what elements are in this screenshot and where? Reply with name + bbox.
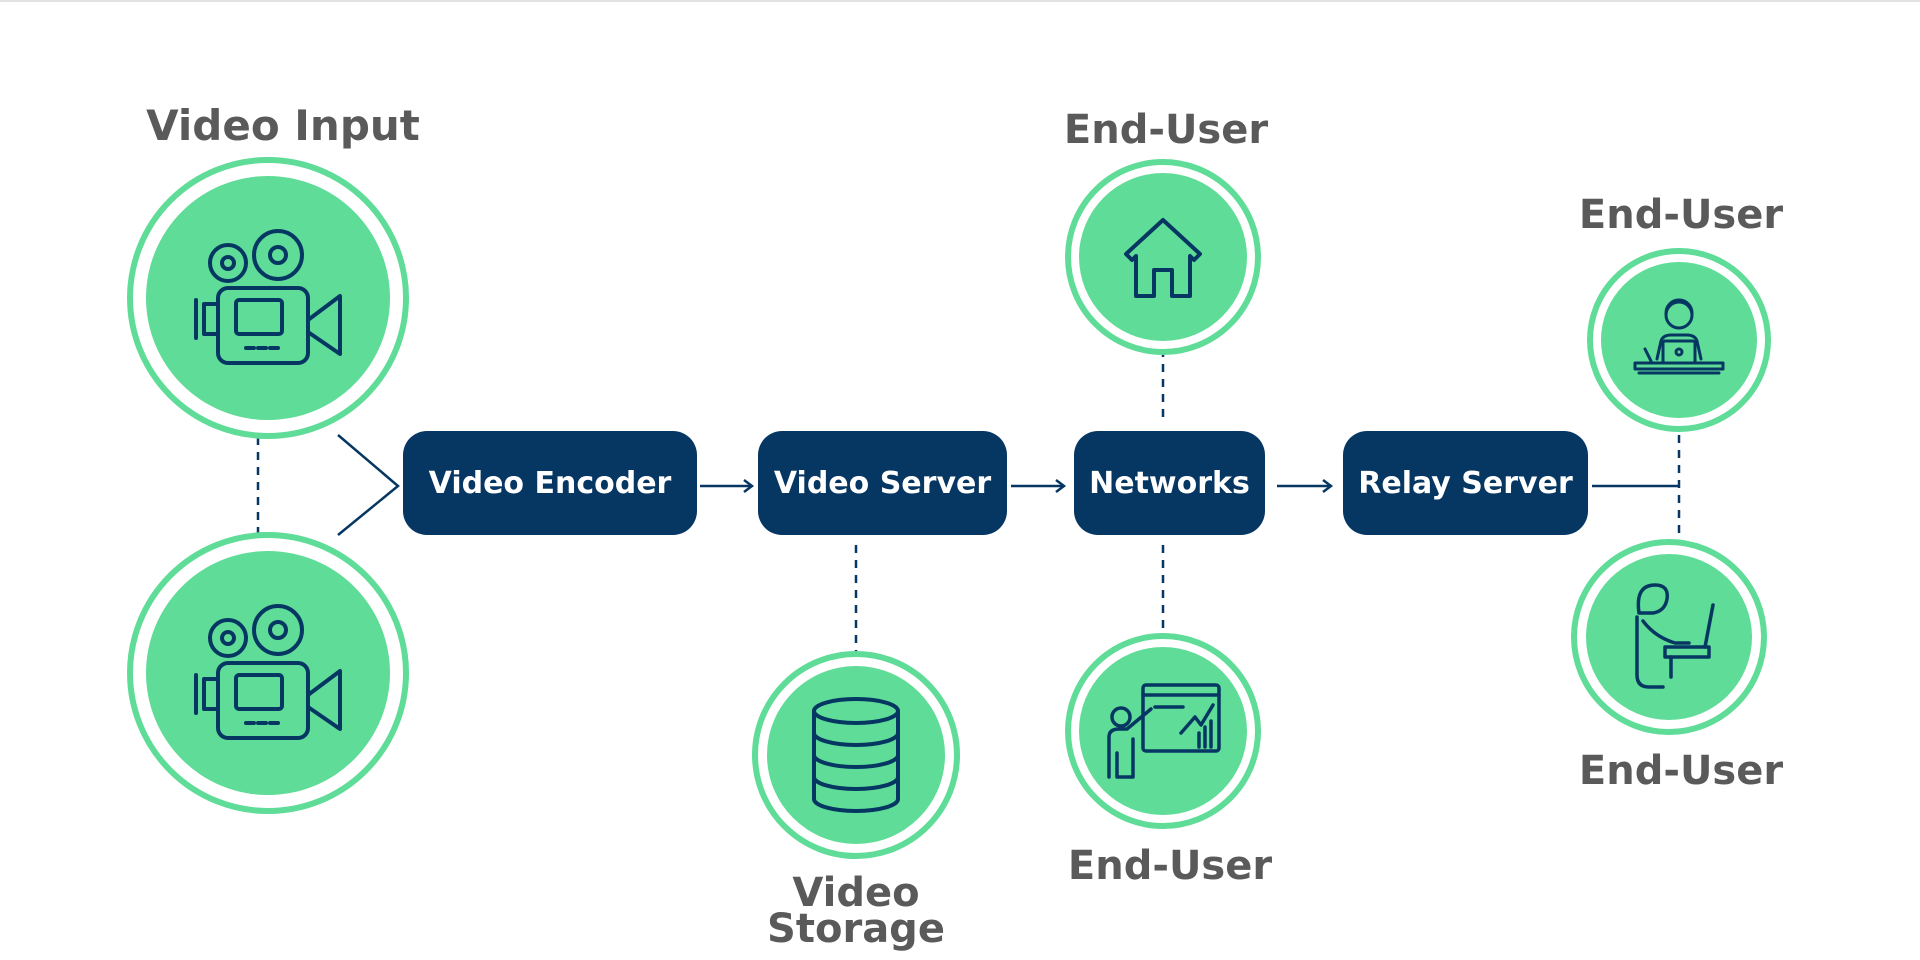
end-user-desk-node: [1571, 539, 1767, 735]
end-user-right-top-label: End-User: [1578, 192, 1784, 238]
end-user-home-node: [1065, 159, 1261, 355]
video-camera-icon: [194, 604, 342, 740]
end-user-top-label: End-User: [1063, 107, 1269, 153]
user-at-desk-icon: [1635, 583, 1715, 689]
top-border: [0, 0, 1920, 2]
video-input-camera-2: [127, 532, 409, 814]
presentation-icon: [1107, 683, 1221, 779]
database-icon: [812, 697, 900, 813]
video-storage-label-line1: Video: [792, 870, 920, 916]
video-storage-node: [752, 651, 960, 859]
house-icon: [1124, 218, 1202, 298]
end-user-bottom-label: End-User: [1067, 843, 1273, 889]
video-encoder-node: Video Encoder: [403, 431, 697, 535]
video-server-node: Video Server: [758, 431, 1007, 535]
video-camera-icon: [194, 229, 342, 365]
video-storage-label-line2: Storage: [767, 906, 945, 952]
user-laptop-headset-icon: [1633, 298, 1725, 375]
networks-node: Networks: [1074, 431, 1265, 535]
end-user-headset-node: [1587, 248, 1771, 432]
merge-chevron: [337, 434, 400, 536]
end-user-right-bottom-label: End-User: [1578, 748, 1784, 794]
relay-server-node: Relay Server: [1343, 431, 1588, 535]
video-input-camera-1: [127, 157, 409, 439]
end-user-presenter-node: [1065, 633, 1261, 829]
video-input-label: Video Input: [146, 101, 420, 150]
